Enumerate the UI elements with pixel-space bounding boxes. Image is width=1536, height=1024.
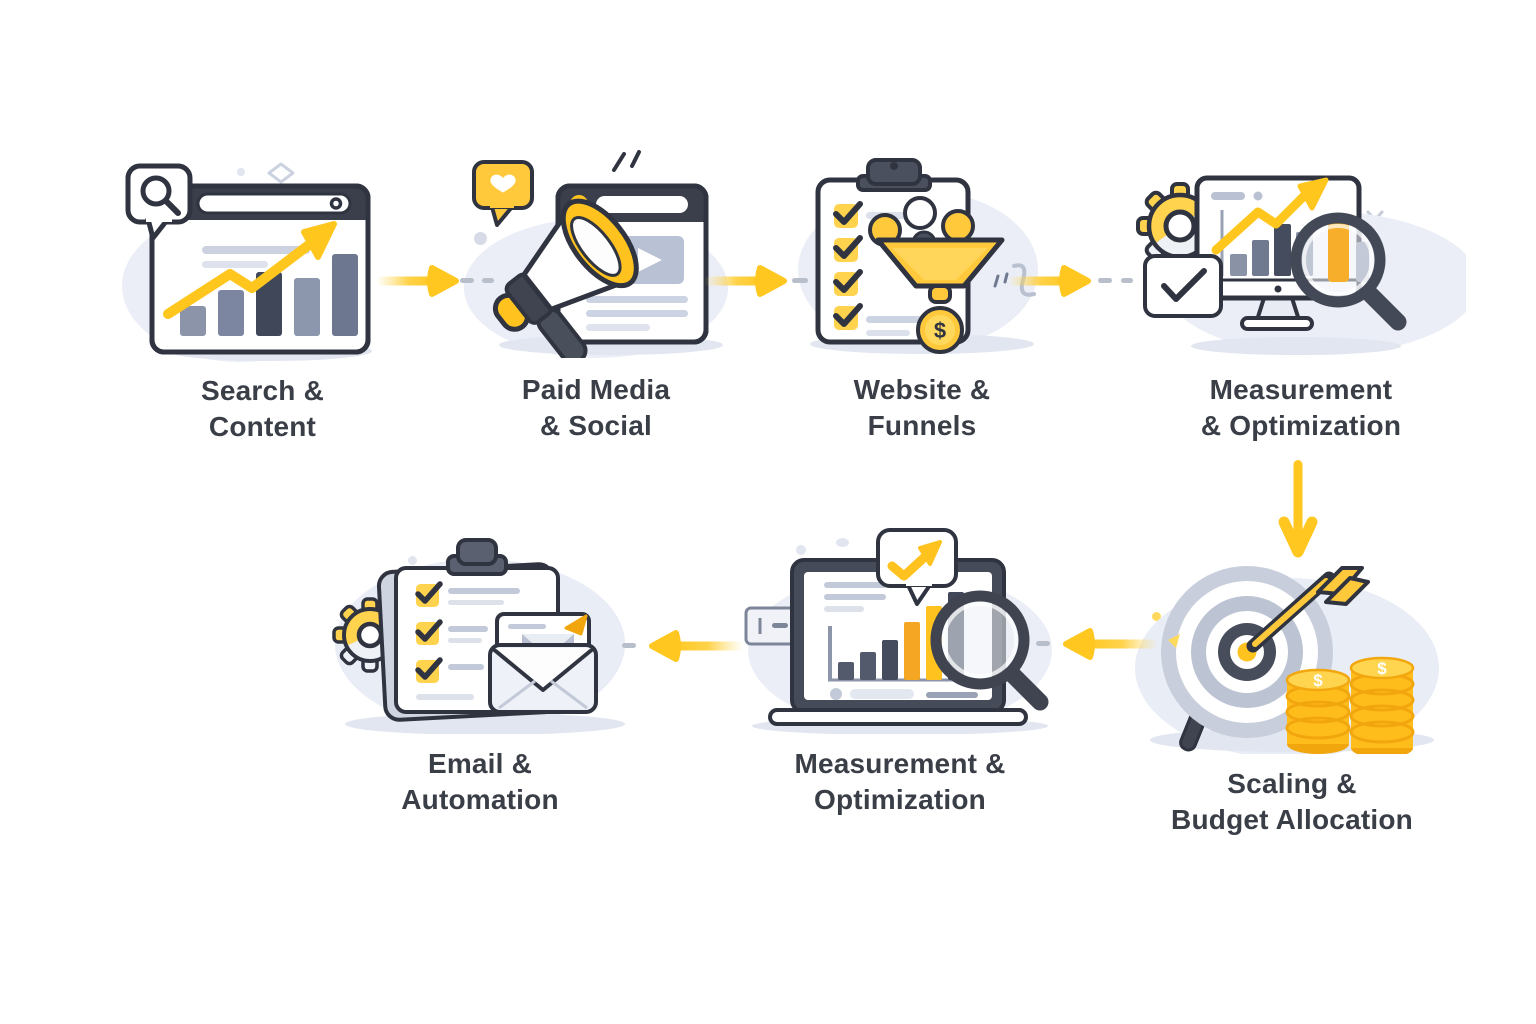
step-website-funnels: $ Website & Funnels [792,148,1052,444]
step-label: Scaling & Budget Allocation [1171,766,1413,838]
magnifier-icon [930,590,1049,711]
flow-dash [482,278,494,283]
step-label-line1: Paid Media [521,374,671,405]
svg-text:$: $ [1377,659,1387,678]
laptop-chart-magnifier-icon [744,528,1052,734]
flow-arrow-right-2 [704,265,787,297]
deco-dot [474,232,487,245]
flow-arrow-right-3 [1008,265,1091,297]
deco-dot [237,168,245,176]
deco-dot [408,556,417,565]
flow-dash [1098,278,1112,283]
flow-arrow-left-2 [649,630,744,662]
step-label-line2: & Optimization [1200,410,1402,441]
step-search-content: Search & Content [120,158,405,445]
checklist-icon [415,581,520,700]
flow-arrow-down [1278,460,1318,558]
envelope-icon [488,612,598,714]
trend-arrow-icon [163,221,337,319]
deco-dot [796,545,806,555]
step-label-line1: Scaling & [1227,768,1357,799]
flow-dash [1036,641,1050,646]
step-label-line1: Measurement & [794,748,1006,779]
funnel-icon [868,196,1005,304]
flow-arrow-left-1 [1063,628,1158,660]
browser-search-chart-icon [122,163,372,362]
step-label-line2: Content [208,411,317,442]
dart-arrow-icon [1246,566,1370,653]
step-measurement-optimization-top: Measurement & Optimization [1136,148,1466,444]
step-label: Measurement & Optimization [794,746,1005,818]
step-label-line2: Funnels [867,410,977,441]
search-bubble-icon [125,163,193,241]
svg-text:$: $ [1313,671,1323,690]
like-bubble-icon [472,160,534,227]
step-label: Email & Automation [401,746,559,818]
step-label-line1: Website & [853,374,991,405]
step-label: Paid Media & Social [522,372,670,444]
monitor-gear-magnifier-icon [1136,175,1466,355]
coin-stack-icon: $ $ [1285,656,1415,754]
checklist-funnel-coin-icon: $ [798,158,1038,354]
dollar-coin-icon: $ [916,306,964,354]
flow-dash [622,643,636,648]
megaphone-icon [492,198,639,358]
bar-chart-icon [180,254,358,336]
target-dart-coins-icon: $ $ [1135,566,1439,754]
check-card-icon [1143,254,1223,318]
step-label-line1: Measurement [1209,374,1393,405]
flow-arrow-right-1 [376,265,459,297]
step-email-automation: Email & Automation [330,512,630,818]
growth-bubble-icon [876,528,958,606]
flow-dash [1121,278,1133,283]
step-label: Website & Funnels [854,372,991,444]
step-measurement-optimization-bottom: Measurement & Optimization [740,512,1060,818]
flow-dash [792,278,808,283]
magnifier-icon [1290,212,1407,331]
step-label-line1: Email & [427,748,533,779]
step-label-line1: Search & [201,375,324,406]
megaphone-social-page-icon [464,150,728,358]
step-label-line2: Automation [401,784,559,815]
deco-dot [1152,612,1161,621]
step-label: Measurement & Optimization [1201,372,1401,444]
sound-lines-icon [612,150,641,172]
flow-dash [460,278,474,283]
step-label-line2: & Social [539,410,653,441]
step-paid-media-social: Paid Media & Social [446,148,746,444]
svg-text:$: $ [934,318,946,343]
clipboard-email-gear-icon [332,538,625,734]
step-label-line2: Optimization [814,784,986,815]
step-label-line2: Budget Allocation [1171,804,1413,835]
step-scaling-budget: $ $ Scaling & Budget Allocation [1122,548,1462,838]
step-label: Search & Content [201,373,324,445]
deco-diamond [267,162,295,184]
deco-dot [836,538,849,547]
